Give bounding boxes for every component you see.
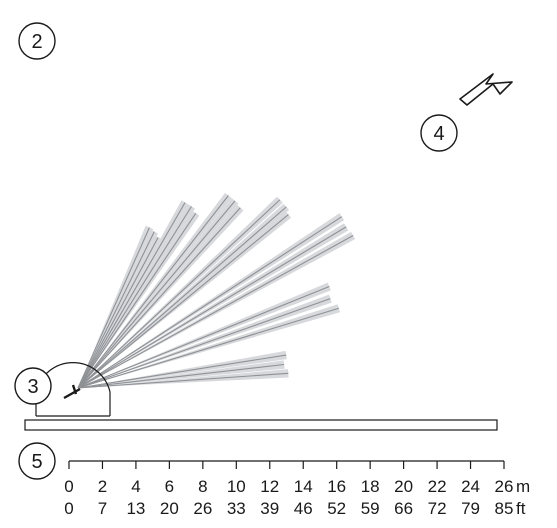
scale-feet-label: 33 <box>227 499 246 518</box>
scale-meter-label: 22 <box>428 477 447 496</box>
beam-line-18 <box>77 307 339 389</box>
scale-feet-label: 59 <box>361 499 380 518</box>
beam-19 <box>78 350 287 388</box>
beam-line-3 <box>77 237 159 389</box>
callout-5: 5 <box>18 442 56 480</box>
scale-meter-label: 2 <box>98 477 107 496</box>
scale-meter-label: 10 <box>227 477 246 496</box>
callout-4-label: 4 <box>433 123 444 145</box>
detection-beams <box>77 192 356 389</box>
scale-meter-label: 8 <box>198 477 207 496</box>
scale-meter-label: 0 <box>64 477 73 496</box>
beam-line-5 <box>77 206 192 389</box>
scale-feet-label: 46 <box>294 499 313 518</box>
scale-feet-label: 13 <box>126 499 145 518</box>
scale-meter-label: 26 <box>495 477 514 496</box>
scale-meter-label: 14 <box>294 477 313 496</box>
beam-line-8 <box>77 200 236 389</box>
beam-18 <box>78 304 341 388</box>
beam-16 <box>78 282 331 388</box>
callout-3-label: 3 <box>27 376 38 398</box>
scale-meter-label: 4 <box>131 477 140 496</box>
beam-21 <box>78 369 289 388</box>
beam-line-14 <box>77 226 347 389</box>
beam-line-17 <box>77 298 331 389</box>
scale-feet-label: 0 <box>64 499 73 518</box>
beam-line-10 <box>77 199 281 389</box>
scale-feet-label: 79 <box>461 499 480 518</box>
scale-feet-label: 39 <box>260 499 279 518</box>
beam-line-21 <box>77 372 289 389</box>
beam-line-6 <box>77 212 197 389</box>
beam-line-15 <box>77 235 354 389</box>
callout-2-label: 2 <box>31 31 42 53</box>
scale-meter-label: 16 <box>327 477 346 496</box>
beam-line-16 <box>77 285 330 389</box>
scale-feet-unit: ft <box>516 499 526 518</box>
direction-arrow-icon <box>459 73 513 106</box>
scale-feet-label: 66 <box>394 499 413 518</box>
beam-15 <box>78 231 356 388</box>
beam-line-11 <box>77 206 287 389</box>
scale-feet-label: 85 <box>495 499 514 518</box>
callout-4: 4 <box>420 114 458 152</box>
scale-feet-label: 7 <box>98 499 107 518</box>
callout-3: 3 <box>14 367 52 405</box>
scale-feet-label: 20 <box>160 499 179 518</box>
detector-mount-icon <box>63 384 81 400</box>
beam-line-20 <box>77 363 285 389</box>
scale-feet-label: 26 <box>193 499 212 518</box>
scale-feet-label: 52 <box>327 499 346 518</box>
beam-line-7 <box>77 195 229 389</box>
beam-line-4 <box>77 202 186 389</box>
scale-meter-label: 20 <box>394 477 413 496</box>
beam-3 <box>78 235 162 388</box>
beam-line-1 <box>77 227 150 389</box>
scale-meter-label: 6 <box>165 477 174 496</box>
ground-line <box>24 419 498 431</box>
beam-20 <box>78 360 285 388</box>
scale-meter-label: 12 <box>260 477 279 496</box>
beam-line-2 <box>77 231 155 389</box>
beam-line-9 <box>77 207 241 389</box>
scale-feet-label: 72 <box>428 499 447 518</box>
scale-meter-unit: m <box>516 477 530 496</box>
callout-2: 2 <box>18 22 56 60</box>
distance-scale: 0 0 2 7 4 13 6 20 8 26 10 33 12 39 14 46 16 52 18 59 20 66 22 7… <box>64 460 530 518</box>
scale-meter-label: 24 <box>461 477 480 496</box>
scale-meter-label: 18 <box>361 477 380 496</box>
callout-5-label: 5 <box>31 451 42 473</box>
beam-line-19 <box>77 354 287 389</box>
beam-line-13 <box>77 216 343 389</box>
beam-line-12 <box>77 214 289 389</box>
beam-17 <box>78 294 332 388</box>
